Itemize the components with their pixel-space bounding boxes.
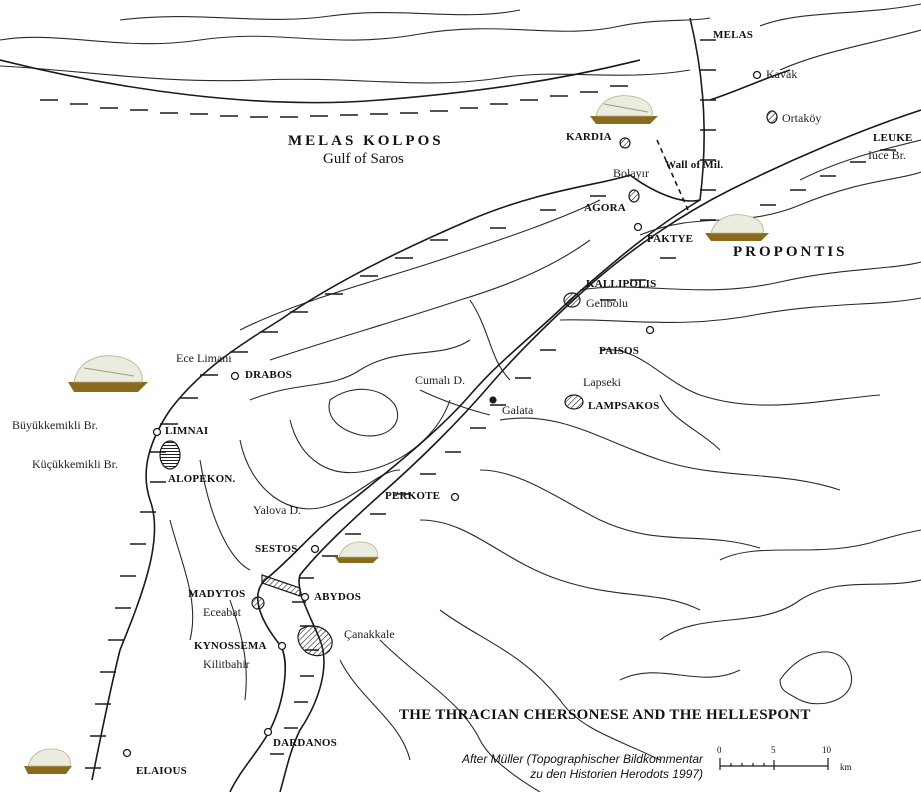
gelibolu-label: Gelibolu bbox=[586, 296, 628, 310]
perkote-marker bbox=[450, 492, 460, 502]
lapseki-label: Lapseki bbox=[583, 375, 621, 389]
city-markers bbox=[159, 110, 778, 657]
kardia-label: KARDIA bbox=[566, 131, 612, 143]
kardia-city-marker bbox=[619, 137, 631, 149]
paisos-marker bbox=[645, 325, 655, 335]
paisos-label: PAISOS bbox=[599, 345, 640, 357]
dardanos-label: DARDANOS bbox=[273, 737, 337, 749]
abydos-label: ABYDOS bbox=[314, 591, 362, 603]
drabos-label: DRABOS bbox=[245, 369, 293, 381]
map-title: THE THRACIAN CHERSONESE AND THE HELLESPO… bbox=[399, 707, 811, 723]
abydos-marker bbox=[300, 592, 310, 602]
gulf-of-saros-label: Gulf of Saros bbox=[323, 151, 404, 167]
kynossema-marker bbox=[277, 641, 287, 651]
kavak-label: Kavak bbox=[766, 67, 798, 81]
scale-tick-5: 5 bbox=[771, 745, 776, 755]
cumali-marker bbox=[489, 396, 497, 404]
sea-hachures bbox=[40, 39, 896, 769]
ship-icons bbox=[24, 95, 769, 774]
buyukkemikli-label: Büyükkemikli Br. bbox=[12, 418, 99, 432]
bolayir-label: Bolayır bbox=[613, 166, 649, 180]
credit-line-1: After Müller (Topographischer Bildkommen… bbox=[462, 752, 703, 766]
wall-of-miltiades-line bbox=[656, 139, 689, 211]
ship-icon bbox=[68, 355, 148, 392]
elaious-label: ELAIOUS bbox=[136, 765, 187, 777]
ship-icon bbox=[590, 95, 658, 124]
sestos-label: SESTOS bbox=[255, 543, 298, 555]
kavak-marker bbox=[752, 70, 762, 80]
ortakoy-label: Ortaköy bbox=[782, 111, 822, 125]
limnai-label: LIMNAI bbox=[165, 425, 209, 437]
elaious-marker bbox=[122, 748, 132, 758]
cumali-label: Cumalı D. bbox=[415, 373, 465, 387]
leuke-label: LEUKE bbox=[873, 132, 913, 144]
paktye-marker bbox=[633, 222, 643, 232]
dardanos-marker bbox=[263, 727, 273, 737]
lampsakos-label: LAMPSAKOS bbox=[588, 400, 660, 412]
sestos-marker bbox=[310, 544, 320, 554]
kallipolis-city-marker bbox=[563, 292, 581, 308]
scale-bar bbox=[719, 758, 829, 770]
eceabat-label: Eceabat bbox=[203, 605, 241, 619]
canakkale-city-marker bbox=[297, 625, 333, 657]
alopekon-label: ALOPEKON. bbox=[168, 473, 236, 485]
melas-label: MELAS bbox=[713, 29, 754, 41]
kilitbahir-label: Kilitbahir bbox=[203, 657, 250, 671]
galata-label: Galata bbox=[502, 403, 534, 417]
paktye-label: PAKTYE bbox=[647, 233, 694, 245]
kallipolis-label: KALLIPOLIS bbox=[586, 278, 657, 290]
terrain-contours bbox=[0, 3, 921, 792]
limnai-lake-marker bbox=[159, 440, 181, 470]
agora-city-marker bbox=[628, 189, 640, 203]
kucukkemikli-label: Küçükkemikli Br. bbox=[32, 457, 118, 471]
madytos-city-marker bbox=[251, 596, 265, 610]
settlement-markers bbox=[122, 70, 762, 758]
ortakoy-city-marker bbox=[766, 110, 778, 124]
propontis-label: PROPONTIS bbox=[733, 244, 848, 260]
ince-burnu-label: Iuce Br. bbox=[868, 148, 906, 162]
ship-icon bbox=[335, 541, 379, 563]
kynossema-label: KYNOSSEMA bbox=[194, 640, 267, 652]
yalova-label: Yalova D. bbox=[253, 503, 302, 517]
agora-label: AGORA bbox=[584, 202, 626, 214]
ship-icon bbox=[705, 214, 769, 241]
lampsakos-city-marker bbox=[564, 394, 584, 410]
scale-tick-10: 10 bbox=[822, 745, 831, 755]
ship-icon bbox=[24, 748, 72, 774]
wall-of-miltiades-label: Wall of Mil. bbox=[665, 159, 724, 171]
madytos-label: MADYTOS bbox=[188, 588, 246, 600]
map-credit: After Müller (Topographischer Bildkommen… bbox=[355, 752, 703, 782]
ece-limani-label: Ece Limanı bbox=[176, 351, 232, 365]
narrows-fort-marker bbox=[261, 574, 301, 597]
canakkale-label: Çanakkale bbox=[344, 627, 395, 641]
drabos-marker bbox=[230, 371, 240, 381]
credit-line-2: zu den Historien Herodots 1997) bbox=[530, 767, 703, 781]
melas-kolpos-label: MELAS KOLPOS bbox=[288, 133, 444, 149]
perkote-label: PERKOTE bbox=[385, 490, 441, 502]
limnai-marker bbox=[152, 427, 162, 437]
scale-unit: km bbox=[840, 762, 852, 772]
scale-tick-0: 0 bbox=[717, 745, 722, 755]
